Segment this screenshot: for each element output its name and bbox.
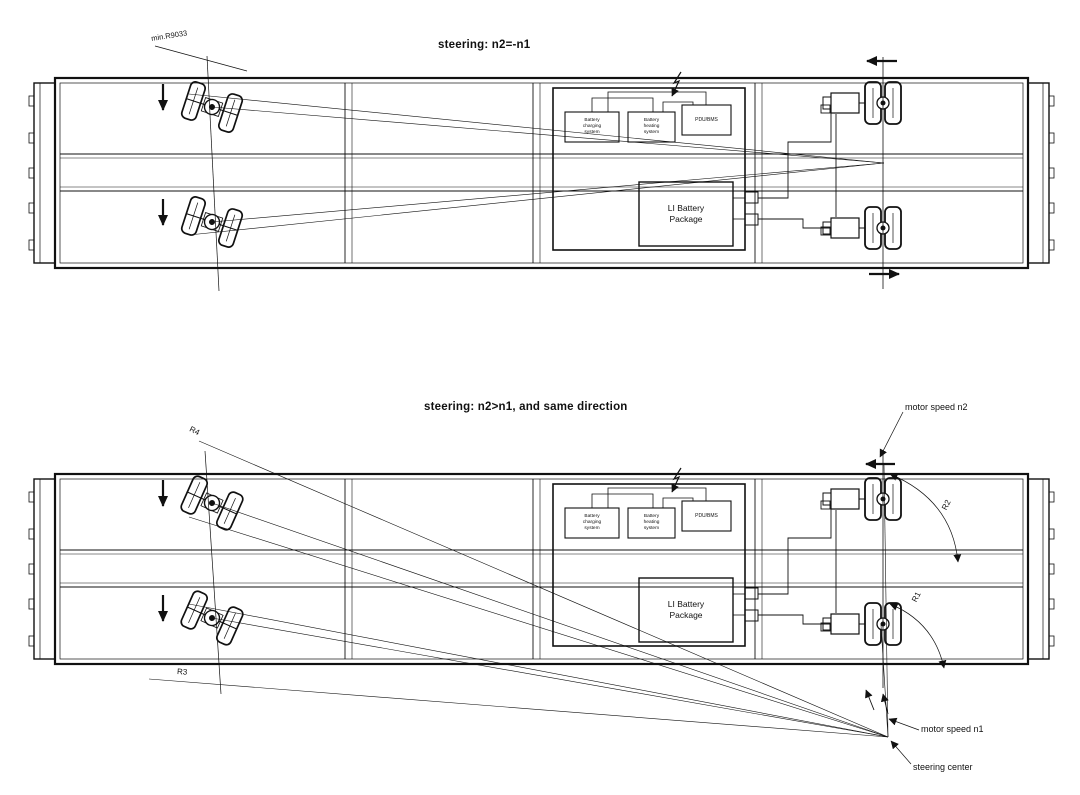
- motor-speed-n2-label: motor speed n2: [905, 402, 968, 412]
- top-annotations: [154, 45, 900, 292]
- battery-heating-label-bottom: Battery heating system: [628, 508, 675, 538]
- battery-charging-text: Battery charging system: [582, 513, 602, 532]
- bottom-chassis: [27, 468, 1056, 666]
- battery-charging-label-top: Battery charging system: [565, 112, 619, 142]
- pdu-bms-text: PDU/BMS: [695, 512, 718, 519]
- r2-radius-line: [883, 463, 889, 738]
- battery-heating-text: Battery heating system: [643, 513, 660, 532]
- battery-heating-label-top: Battery heating system: [628, 112, 675, 142]
- top-front-right-drive-wheel: [822, 81, 902, 125]
- motor-speed-n1-leader: [888, 717, 920, 731]
- top-diagram-title: steering: n2=-n1: [438, 39, 531, 51]
- top-rear-right-drive-wheel: [822, 206, 902, 250]
- r4-radius-line: [198, 440, 889, 738]
- top-chassis: [27, 72, 1056, 270]
- bottom-diagram-title: steering: n2>n1, and same direction: [424, 401, 628, 413]
- battery-package-text: LI Battery Package: [667, 598, 705, 620]
- motor-speed-n2-leader: [879, 411, 904, 458]
- battery-package-label-top: LI Battery Package: [639, 182, 733, 246]
- motor-speed-n1-label: motor speed n1: [921, 724, 984, 734]
- r3-label: R3: [176, 667, 188, 677]
- pdu-bms-label-top: PDU/BMS: [682, 105, 731, 135]
- pdu-bms-text: PDU/BMS: [695, 116, 718, 123]
- battery-heating-text: Battery heating system: [643, 117, 660, 136]
- battery-charging-text: Battery charging system: [582, 117, 602, 136]
- r2-dimension-arc: [889, 473, 962, 563]
- steering-center-label: steering center: [913, 762, 973, 772]
- battery-package-text: LI Battery Package: [667, 202, 705, 224]
- bottom-front-right-drive-wheel: [822, 477, 902, 521]
- steering-center-leader: [890, 740, 912, 765]
- r3-radius-line: [148, 678, 889, 738]
- r1-dimension-arc: [889, 603, 947, 669]
- bottom-rear-right-drive-wheel: [822, 602, 902, 646]
- bottom-annotations: [148, 411, 962, 765]
- r1-radius-line: [880, 624, 889, 738]
- battery-package-label-bottom: LI Battery Package: [639, 578, 733, 642]
- battery-charging-label-bottom: Battery charging system: [565, 508, 619, 538]
- pdu-bms-label-bottom: PDU/BMS: [682, 501, 731, 531]
